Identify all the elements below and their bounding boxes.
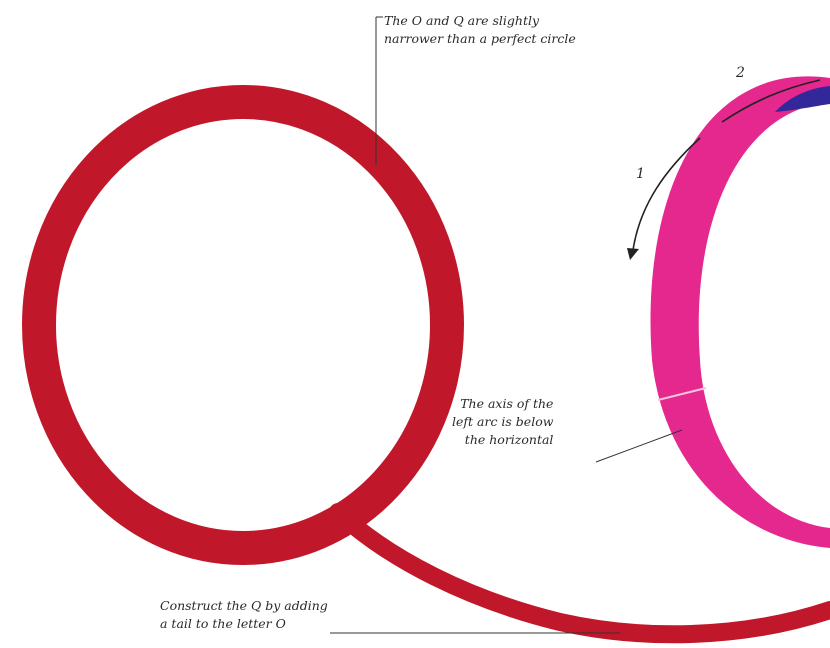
top-annotation-line-1: The O and Q are slightly	[384, 12, 576, 30]
o-construction-arcs	[650, 76, 830, 548]
top-annotation-line-2: narrower than a perfect circle	[384, 30, 576, 48]
top-annotation: The O and Q are slightly narrower than a…	[384, 12, 576, 48]
q-bowl	[39, 102, 447, 548]
bottom-annotation-line-1: Construct the Q by adding	[160, 597, 328, 615]
axis-annotation-line-2: left arc is below	[452, 413, 553, 431]
bottom-annotation-line-2: a tail to the letter O	[160, 615, 328, 633]
axis-annotation-line-1: The axis of the	[452, 395, 553, 413]
axis-annotation: The axis of the left arc is below the ho…	[452, 395, 553, 449]
left-arc-pink	[650, 76, 830, 548]
axis-leader-line	[596, 430, 682, 462]
stroke-step-2-label: 2	[736, 65, 745, 81]
arrow-1-head	[627, 248, 639, 260]
q-tail	[338, 512, 830, 634]
stroke-step-1-label: 1	[636, 166, 645, 182]
bottom-annotation: Construct the Q by adding a tail to the …	[160, 597, 328, 633]
axis-annotation-line-3: the horizontal	[452, 431, 553, 449]
